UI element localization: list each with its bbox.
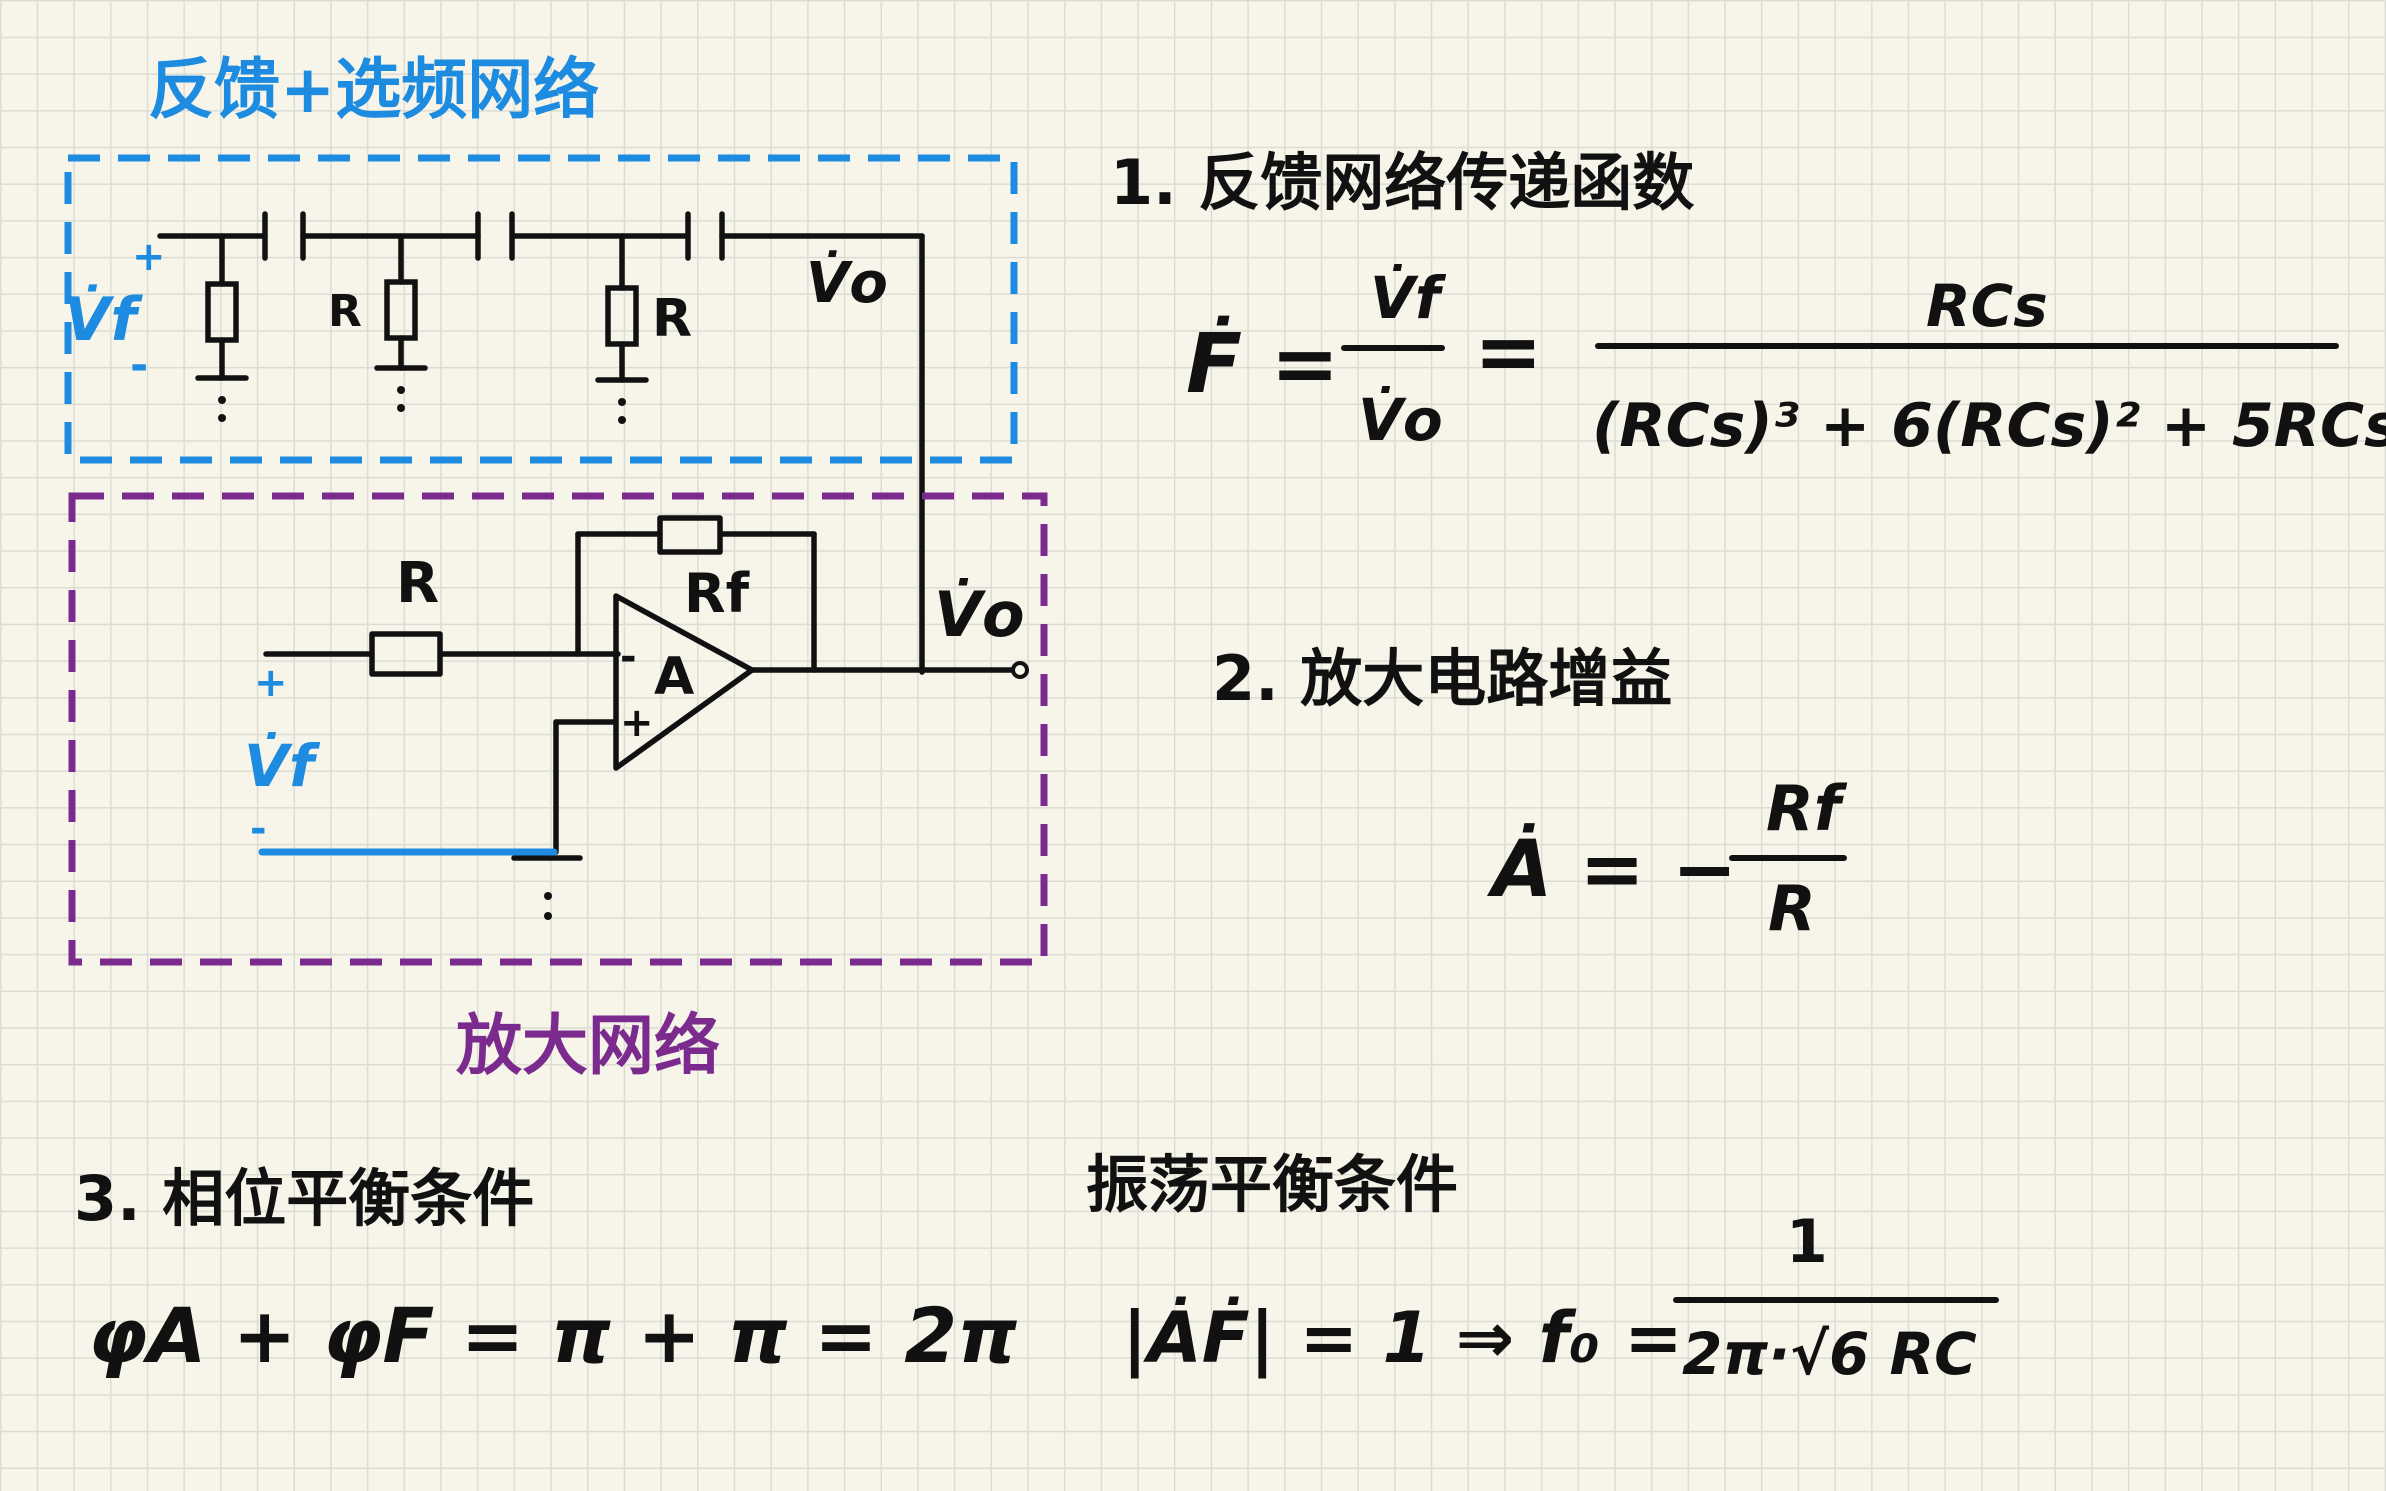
amp-vf-label: V̇f (244, 730, 321, 800)
section1-ratio-denominator: V̇o (1358, 384, 1443, 454)
section2-denominator: R (1768, 872, 1816, 945)
ground-marks (218, 386, 626, 424)
feedback-network-circuit (157, 211, 925, 675)
section1-lhs: Ḟ = (1186, 316, 1339, 412)
amplifier-network-box (68, 492, 1048, 966)
section1-denominator: (RCs)³ + 6(RCs)² + 5RCs + 1 (1592, 391, 2386, 461)
section1-ratio-numerator: V̇f (1370, 262, 1447, 332)
feedback-vf-plus: + (132, 234, 166, 280)
feedback-network-box (64, 154, 1018, 464)
amp-rf-label: Rf (684, 562, 750, 625)
feedback-res-label-1: R (328, 286, 362, 337)
section4-denominator: 2π·√6 RC (1682, 1320, 1977, 1388)
amp-vf-plus: + (254, 660, 288, 706)
section2-heading: 2. 放大电路增益 (1212, 642, 1672, 715)
amplifier-circuit (263, 515, 1015, 861)
opamp-label: A (654, 647, 694, 707)
feedback-vf-minus: - (130, 340, 148, 391)
feedback-vo-label: V̇o (806, 250, 888, 316)
opamp-inverting-sign: - (620, 634, 637, 680)
section1-heading: 1. 反馈网络传递函数 (1110, 146, 1694, 219)
section2-lhs: Ȧ = − (1486, 823, 1737, 915)
section2-numerator: Rf (1766, 772, 1848, 845)
feedback-res-label-2: R (652, 289, 692, 349)
amp-ground-marks (544, 892, 552, 920)
section4-lhs: |ȦḞ| = 1 ⇒ f₀ = (1122, 1297, 1683, 1379)
amp-input-res-label: R (396, 551, 439, 616)
amplifier-network-title: 放大网络 (456, 1007, 720, 1084)
section4-numerator: 1 (1786, 1207, 1828, 1277)
feedback-vf-label: V̇f (64, 283, 143, 355)
section1-equals: = (1474, 305, 1543, 400)
amp-vf-minus: - (250, 806, 267, 852)
section1-numerator: RCs (1926, 272, 2048, 340)
output-terminal (1011, 661, 1029, 679)
section3-equation: φA + φF = π + π = 2π (88, 1291, 1017, 1380)
feedback-network-title: 反馈+选频网络 (148, 51, 599, 128)
opamp-noninverting-sign: + (620, 700, 654, 746)
amp-vo-label: V̇o (934, 578, 1025, 651)
section4-heading: 振荡平衡条件 (1086, 1148, 1458, 1221)
section3-heading: 3. 相位平衡条件 (74, 1162, 534, 1235)
